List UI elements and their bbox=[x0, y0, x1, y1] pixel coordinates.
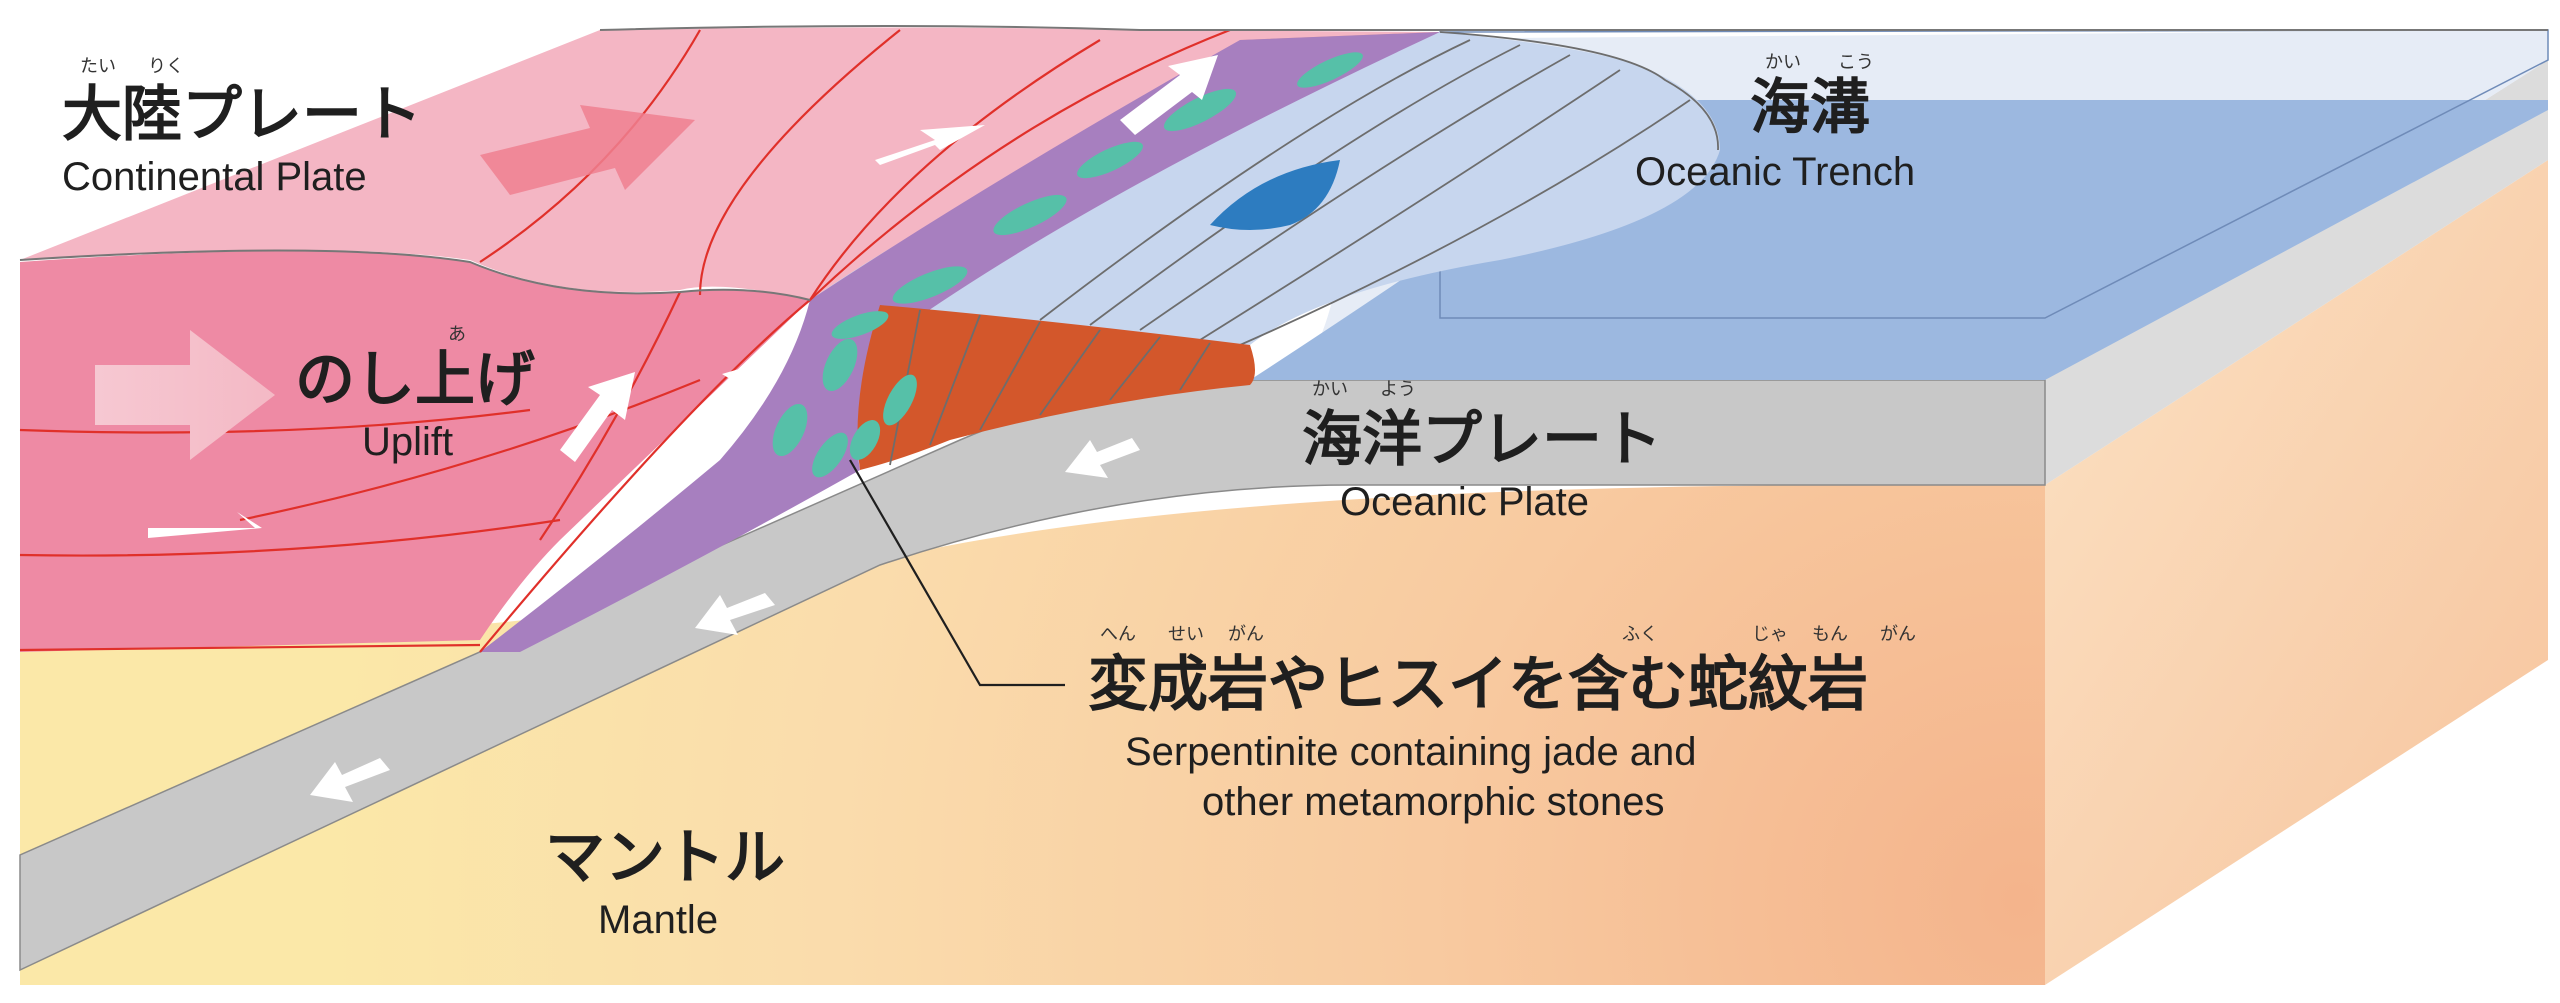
continental-outline bbox=[19, 249, 811, 301]
mantle-label-en: Mantle bbox=[598, 898, 718, 942]
shear-arrow-top bbox=[875, 125, 985, 165]
serpentinite-label-en-2: other metamorphic stones bbox=[1202, 780, 1664, 824]
serpentinite-ruby-5: じゃ bbox=[1752, 624, 1788, 645]
surface-outline bbox=[599, 25, 2548, 31]
mantle-label-ja: マントル bbox=[545, 823, 785, 893]
uplift-arrow-1 bbox=[560, 372, 635, 462]
mantle-side bbox=[2045, 160, 2548, 985]
serpentinite-ruby-2: せい bbox=[1168, 624, 1204, 645]
serpentinite-zone bbox=[480, 32, 1440, 652]
serpentinite-label-ja: 変成岩やヒスイを含む蛇紋岩 bbox=[1088, 650, 1868, 720]
serpentinite-ruby-3: がん bbox=[1228, 624, 1264, 645]
wedge-layer-lines bbox=[1039, 31, 1719, 346]
serpentinite-leader bbox=[849, 459, 1065, 687]
accretion-orange bbox=[857, 305, 1255, 470]
trench-ruby-1: かい bbox=[1765, 52, 1801, 73]
uplift-label-ja: のし上げ bbox=[295, 345, 535, 415]
mantle-front bbox=[20, 485, 2045, 985]
continental-ruby-2: りく bbox=[148, 56, 184, 77]
accretion-slice-lines bbox=[889, 309, 1211, 466]
uplift-arrow-2 bbox=[690, 360, 770, 452]
uplift-arrow-3 bbox=[1120, 55, 1218, 135]
subduct-arrow-3 bbox=[310, 758, 390, 802]
big-arrow-top bbox=[480, 105, 695, 195]
serpentinite-ruby-4: ふく bbox=[1622, 624, 1658, 645]
water-lens bbox=[1210, 160, 1340, 230]
big-arrow-front bbox=[95, 330, 275, 460]
serpentinite-ruby-6: もん bbox=[1812, 624, 1848, 645]
continental-label-ja: 大陸プレート bbox=[62, 80, 422, 150]
serpentinite-label-en-1: Serpentinite containing jade and bbox=[1125, 730, 1697, 774]
oceanic-label-ja: 海洋プレート bbox=[1302, 405, 1662, 475]
oceanic-ruby-2: よう bbox=[1380, 379, 1416, 400]
continental-plate-top bbox=[20, 27, 1440, 300]
uplift-label-en: Uplift bbox=[362, 420, 453, 464]
continental-label-en: Continental Plate bbox=[62, 155, 367, 199]
uplift-ruby: あ bbox=[448, 324, 466, 345]
oceanic-ruby-1: かい bbox=[1312, 379, 1348, 400]
jade-lenses bbox=[772, 52, 1363, 478]
shear-arrow-front bbox=[148, 512, 262, 538]
continental-ruby-1: たい bbox=[80, 56, 116, 77]
trench-ruby-2: こう bbox=[1838, 52, 1874, 73]
serpentinite-ruby-7: がん bbox=[1880, 624, 1916, 645]
oceanic-label-en: Oceanic Plate bbox=[1340, 480, 1589, 524]
trench-label-ja: 海溝 bbox=[1750, 73, 1870, 143]
subduct-arrow-2 bbox=[695, 593, 775, 635]
subduct-arrow-1 bbox=[1065, 438, 1140, 478]
trench-label-en: Oceanic Trench bbox=[1635, 150, 1915, 194]
serpentinite-ruby-1: へん bbox=[1100, 624, 1136, 645]
